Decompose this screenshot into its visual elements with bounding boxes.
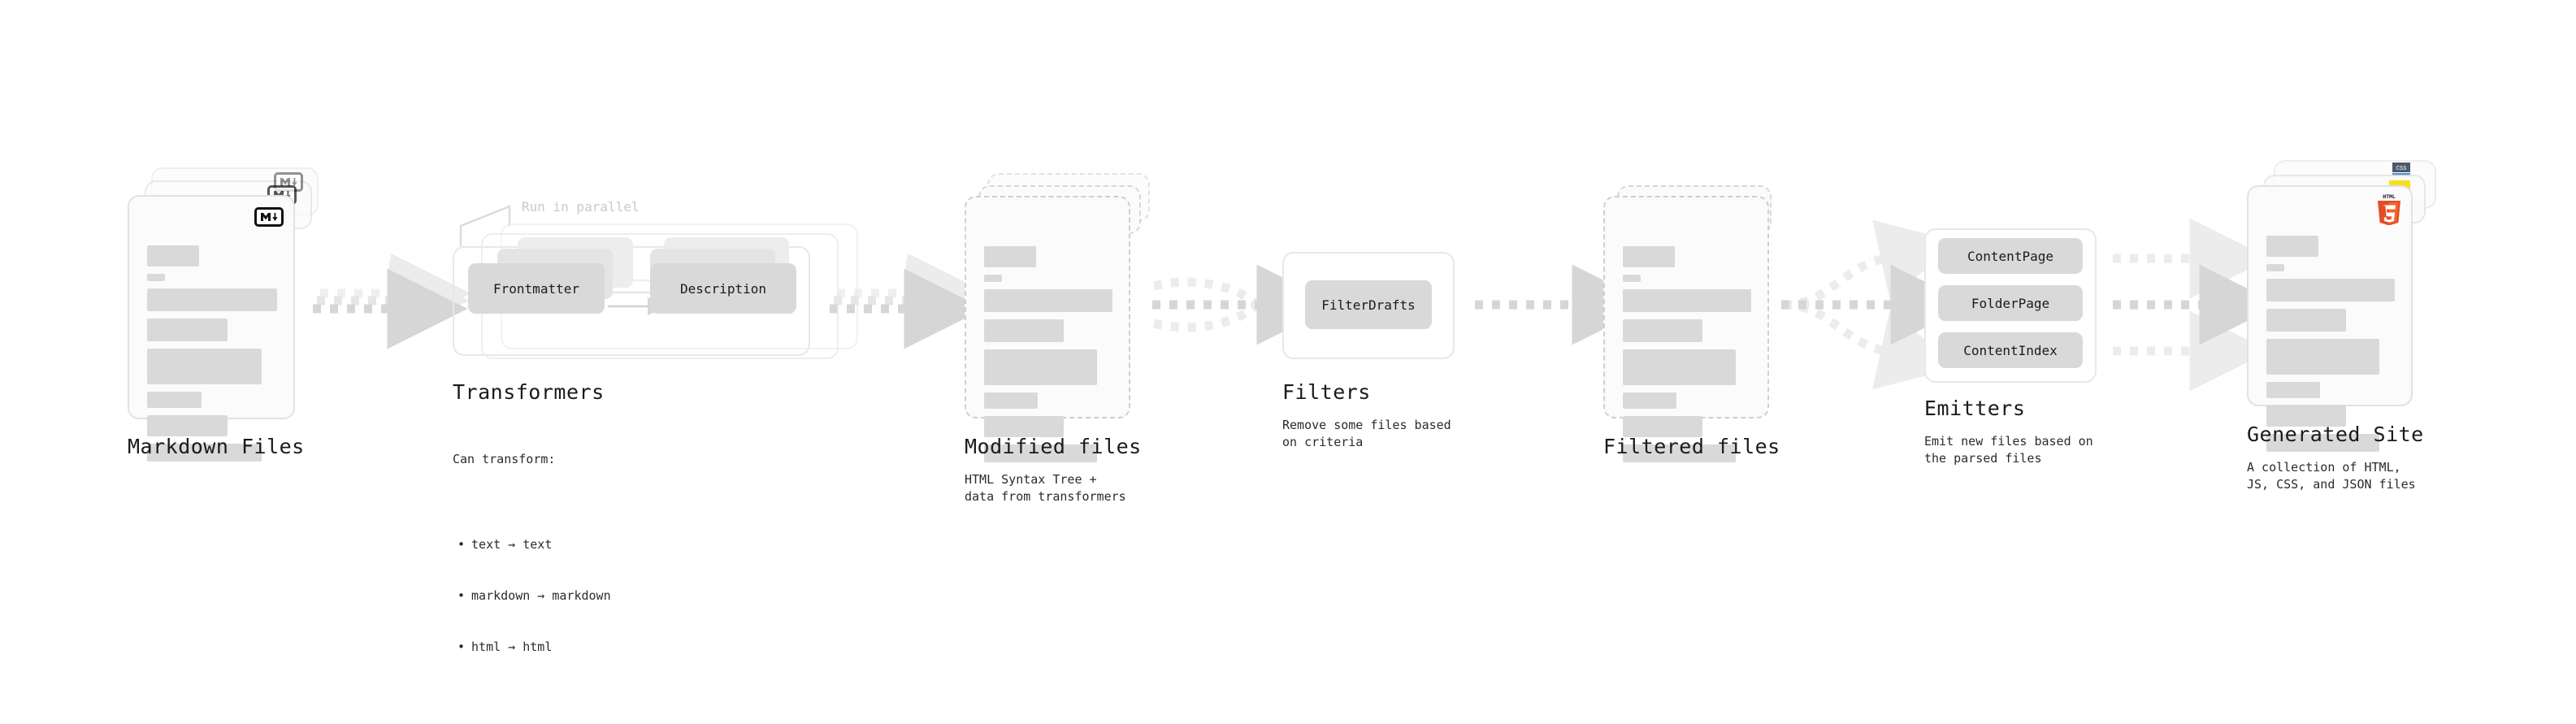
stage-title-transformers: Transformers	[453, 380, 605, 404]
filtered-skeleton-bars	[1623, 219, 1751, 470]
stage-title-emitters: Emitters	[1924, 397, 2026, 420]
transformers-subtitle-lead: Can transform:	[453, 452, 556, 466]
stage-title-modified-files: Modified files	[965, 435, 1142, 458]
markdown-icon	[254, 207, 284, 227]
filtered-doc-front	[1603, 196, 1769, 462]
stage-subtitle-modified-files: HTML Syntax Tree + data from transformer…	[965, 472, 1126, 504]
stage-subtitle-generated-site: A collection of HTML, JS, CSS, and JSON …	[2247, 460, 2416, 492]
svg-text:CSS: CSS	[2396, 166, 2407, 172]
emitter-node-contentpage-label: ContentPage	[1967, 248, 2053, 264]
arrow-emitters-to-generated-site	[2113, 218, 2280, 392]
generated-doc-front: HTML	[2247, 185, 2413, 452]
markdown-doc-front	[128, 195, 295, 462]
html5-icon: HTML	[2375, 193, 2403, 226]
stage-subtitle-filters: Remove some files based on criteria	[1282, 418, 1451, 449]
diagram-canvas: Markdown Files	[0, 0, 2576, 681]
markdown-skeleton-bars	[147, 218, 277, 469]
run-in-parallel-annotation: Run in parallel	[522, 199, 640, 215]
stage-title-markdown-files: Markdown Files	[128, 435, 305, 458]
stage-subtitle-emitters: Emit new files based on the parsed files	[1924, 434, 2093, 466]
arrow-transformers-to-modified-files	[830, 253, 988, 349]
emitter-node-folderpage[interactable]: FolderPage	[1938, 285, 2083, 321]
css3-icon: CSS	[2392, 163, 2410, 176]
emitter-node-contentpage[interactable]: ContentPage	[1938, 238, 2083, 274]
stage-title-filtered-files: Filtered files	[1603, 435, 1780, 458]
filter-node-filterdrafts[interactable]: FilterDrafts	[1305, 280, 1432, 329]
arrow-filtered-files-to-emitters	[1781, 219, 1971, 390]
emitter-node-contentindex[interactable]: ContentIndex	[1938, 332, 2083, 368]
connector-layer	[313, 205, 2280, 392]
transformers-bullet-1: markdown → markdown	[453, 587, 611, 605]
emitter-node-contentindex-label: ContentIndex	[1963, 342, 2058, 358]
emitter-node-folderpage-label: FolderPage	[1971, 295, 2050, 311]
transformers-bullet-list: text → text markdown → markdown html → h…	[453, 502, 611, 690]
arrow-modified-files-to-filters	[1152, 264, 1338, 345]
stage-subtitle-transformers: Can transform: text → text markdown → ma…	[453, 417, 611, 724]
arrow-markdown-to-transformers	[313, 253, 471, 349]
svg-text:HTML: HTML	[2383, 194, 2396, 200]
modified-skeleton-bars	[984, 219, 1112, 470]
transformer-node-description-label: Description	[680, 280, 766, 297]
transformer-node-frontmatter-label: Frontmatter	[493, 280, 579, 297]
run-in-parallel-bracket	[459, 205, 511, 246]
transformer-node-frontmatter[interactable]: Frontmatter	[468, 263, 605, 314]
transformers-bullet-2: html → html	[453, 639, 611, 656]
generated-skeleton-bars	[2266, 208, 2395, 459]
transformer-node-description[interactable]: Description	[650, 263, 796, 314]
stage-title-filters: Filters	[1282, 380, 1371, 404]
modified-doc-front	[965, 196, 1130, 462]
stage-title-generated-site: Generated Site	[2247, 423, 2424, 446]
transformers-bullet-0: text → text	[453, 536, 611, 553]
filter-node-filterdrafts-label: FilterDrafts	[1321, 297, 1416, 313]
